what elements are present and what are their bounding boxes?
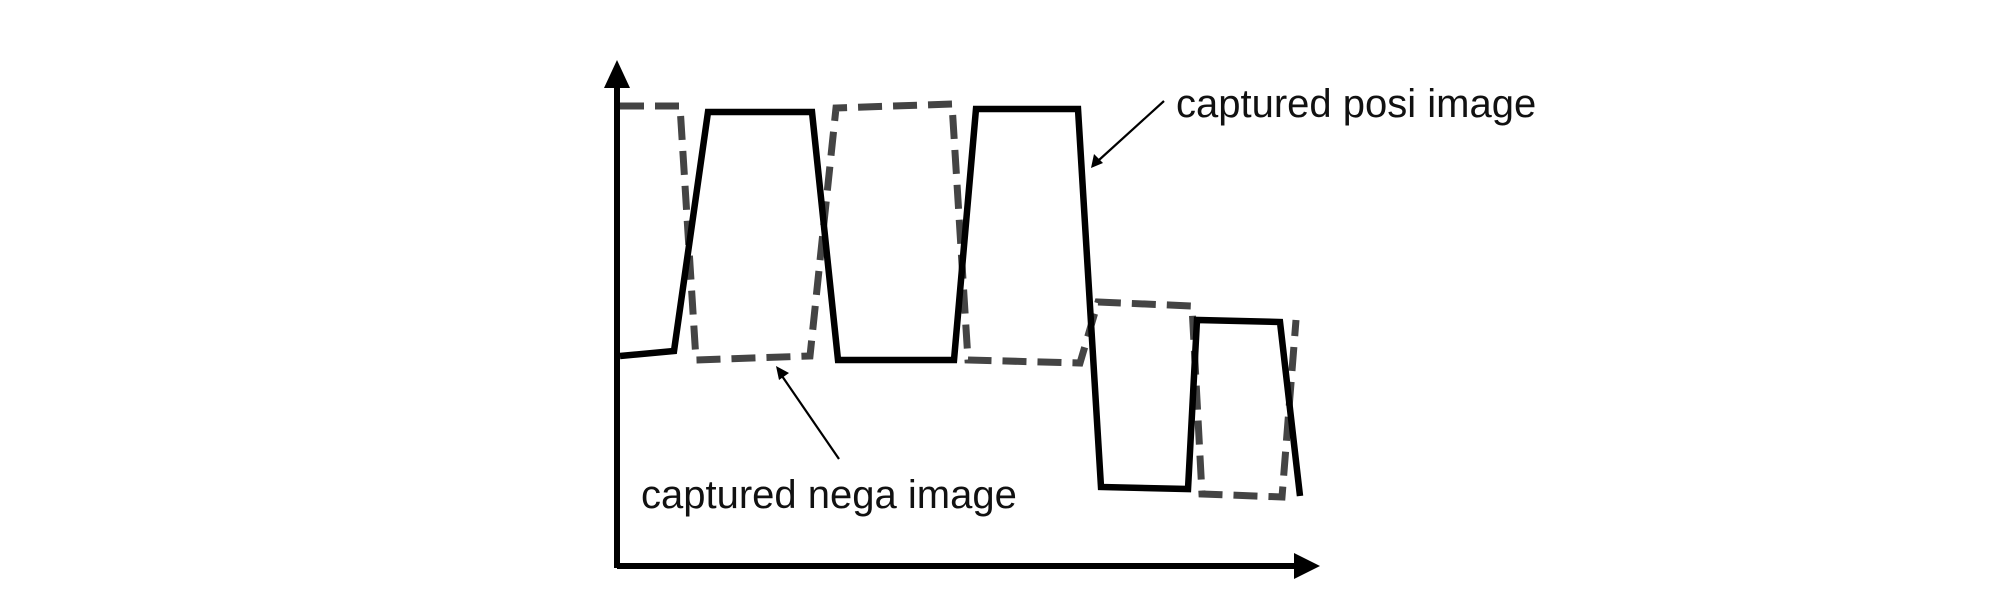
- nega-label: captured nega image: [641, 473, 1017, 517]
- posi-waveform: [619, 105, 1304, 497]
- nega-waveform: [620, 100, 1300, 501]
- posi-pointer-arrowhead: [1091, 154, 1103, 168]
- nega-pointer-line: [781, 375, 840, 460]
- y-axis-arrowhead: [604, 60, 630, 88]
- posi-label: captured posi image: [1176, 82, 1536, 126]
- nega-pointer-arrowhead: [776, 366, 789, 380]
- x-axis-arrowhead: [1294, 553, 1320, 579]
- posi-pointer-line: [1098, 100, 1165, 161]
